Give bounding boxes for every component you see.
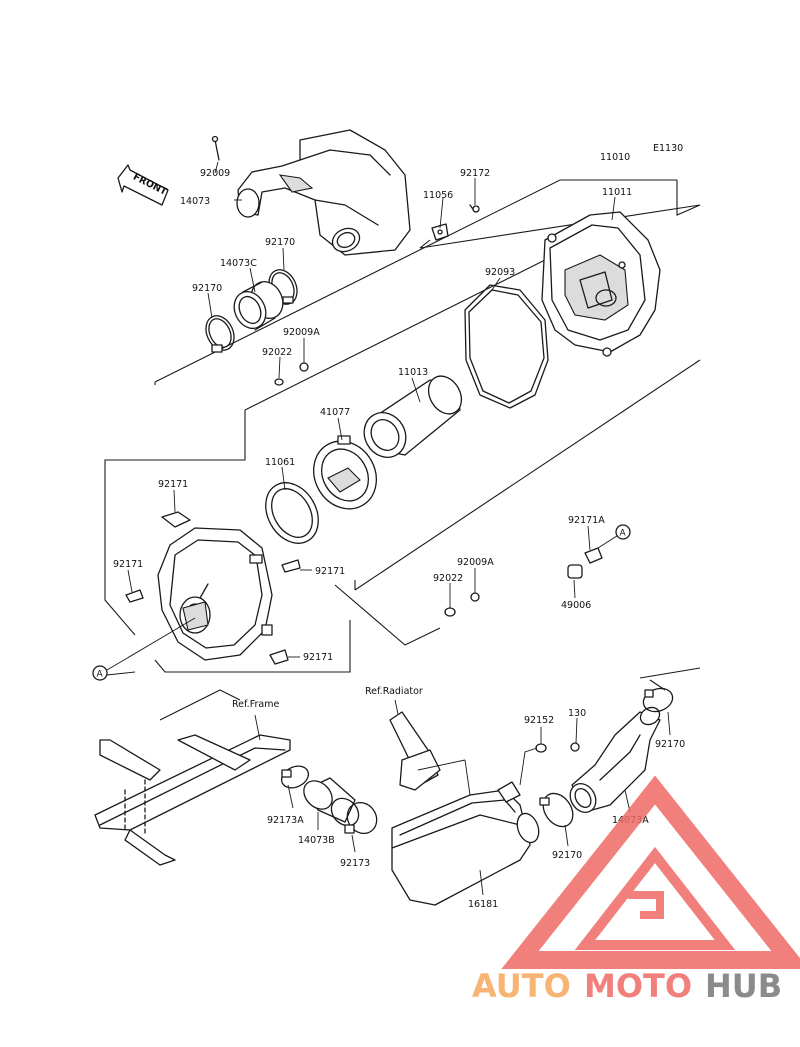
- bolt-92172: [469, 204, 480, 213]
- element-11013: [363, 375, 463, 458]
- label-92152: 92152: [524, 715, 554, 726]
- label-41077: 41077: [320, 407, 350, 418]
- diagram-frame-lines: [104, 179, 701, 721]
- leader-lines: [127, 161, 671, 896]
- bolt-130: [570, 742, 580, 752]
- marker-a-left: A: [92, 617, 196, 681]
- label-92170-c: 92170: [552, 850, 582, 861]
- part-labels: E1130 92009 14073 92172 11010 11011 1105…: [113, 143, 685, 910]
- watermark-triangle-outer: [501, 775, 800, 969]
- hose-14073B: [303, 777, 360, 827]
- label-92173: 92173: [340, 858, 370, 869]
- bolt-92009A-lower: [470, 592, 480, 602]
- holder-41077: [313, 435, 377, 510]
- clip-92171A: [584, 533, 621, 564]
- intake-duct-top: [236, 129, 411, 256]
- label-ref-radiator: Ref.Radiator: [365, 686, 423, 697]
- clamp-92170-bottom: [539, 792, 574, 828]
- washer-92152: [535, 743, 547, 753]
- air-cleaner-housing-11011: [541, 211, 661, 357]
- label-92172: 92172: [460, 168, 490, 179]
- label-92171-b: 92171: [113, 559, 143, 570]
- label-92170-b: 92170: [192, 283, 222, 294]
- label-92170-a: 92170: [265, 237, 295, 248]
- seal-11061: [265, 482, 319, 544]
- clamp-92170-right: [642, 687, 674, 713]
- label-92171-d: 92171: [303, 652, 333, 663]
- bolt-92009A-upper: [299, 362, 309, 372]
- duct-14073A: [569, 706, 661, 813]
- marker-a-right: A: [615, 524, 631, 540]
- label-92022-a: 92022: [262, 347, 292, 358]
- label-92171-a: 92171: [158, 479, 188, 490]
- clip-92171-d: [269, 649, 289, 665]
- label-92173A: 92173A: [267, 815, 304, 826]
- silencer-16181: [391, 759, 540, 906]
- cap-49006: [567, 564, 583, 579]
- label-16181: 16181: [468, 899, 498, 910]
- watermark-brand-moto: MOTO: [584, 967, 692, 1005]
- radiator-reference: [389, 711, 466, 791]
- svg-text:A: A: [620, 529, 627, 539]
- clip-11056: [431, 223, 449, 241]
- watermark-brand-hub: HUB: [705, 967, 782, 1005]
- label-92171-c: 92171: [315, 566, 345, 577]
- label-14073B: 14073B: [298, 835, 335, 846]
- clip-92171-b: [125, 589, 144, 603]
- washer-92022-upper: [274, 378, 284, 386]
- label-92009: 92009: [200, 168, 230, 179]
- clamp-92170-lower: [205, 315, 235, 353]
- clip-92171-c: [281, 559, 301, 573]
- watermark-logo: AUTO MOTO HUB: [472, 775, 800, 1005]
- watermark-triangle-inner: [574, 846, 736, 950]
- label-130: 130: [568, 708, 586, 719]
- label-92171A: 92171A: [568, 515, 605, 526]
- label-49006: 49006: [561, 600, 591, 611]
- front-arrow: FRONT: [117, 164, 169, 206]
- screw-92009: [211, 135, 220, 161]
- air-cleaner-case-cap: [157, 527, 273, 661]
- label-92022-b: 92022: [433, 573, 463, 584]
- label-92009A-a: 92009A: [283, 327, 320, 338]
- label-14073: 14073: [180, 196, 210, 207]
- frame-reference: [94, 734, 291, 866]
- clamp-92173: [344, 801, 378, 835]
- label-11010: 11010: [600, 152, 630, 163]
- svg-text:A: A: [97, 670, 104, 680]
- label-11056: 11056: [423, 190, 453, 201]
- hose-14073C: [233, 281, 284, 331]
- label-11013: 11013: [398, 367, 428, 378]
- clamp-92173A: [280, 765, 310, 789]
- label-14073C: 14073C: [220, 258, 257, 269]
- label-92009A-b: 92009A: [457, 557, 494, 568]
- diagram-code: E1130: [653, 143, 683, 154]
- label-11061: 11061: [265, 457, 295, 468]
- washer-92022-lower: [444, 607, 456, 617]
- watermark-brand-auto: AUTO: [472, 967, 571, 1005]
- label-ref-frame: Ref.Frame: [232, 699, 279, 710]
- clip-92171-a: [161, 511, 191, 528]
- label-92093: 92093: [485, 267, 515, 278]
- watermark-g-mark: [628, 891, 664, 919]
- label-92170-d: 92170: [655, 739, 685, 750]
- seal-92093: [464, 284, 549, 409]
- label-11011: 11011: [602, 187, 632, 198]
